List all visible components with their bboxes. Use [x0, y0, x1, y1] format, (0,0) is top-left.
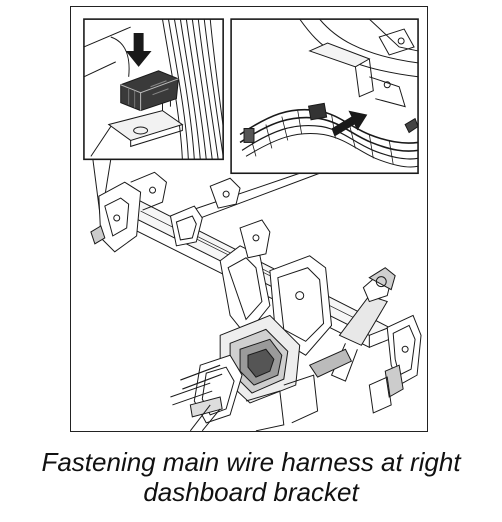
- down-arrow-icon: [125, 33, 152, 67]
- dashboard-bracket-right: [308, 28, 415, 108]
- caption-line-1: Fastening main wire harness at right: [41, 447, 461, 477]
- cross-car-beam-assembly: [90, 171, 422, 431]
- wire-bundle-left: [161, 19, 224, 160]
- harness-clip: [120, 70, 179, 112]
- illustration-frame: [70, 6, 428, 432]
- dashboard-bracket-illustration: [83, 18, 422, 431]
- caption-line-2: dashboard bracket: [143, 477, 359, 507]
- right-arrow-icon: [331, 110, 368, 137]
- figure-caption: Fastening main wire harness at right das…: [0, 447, 502, 507]
- left-detail-inset: [83, 18, 224, 161]
- right-detail-inset: [230, 18, 419, 175]
- steering-column: [308, 267, 396, 382]
